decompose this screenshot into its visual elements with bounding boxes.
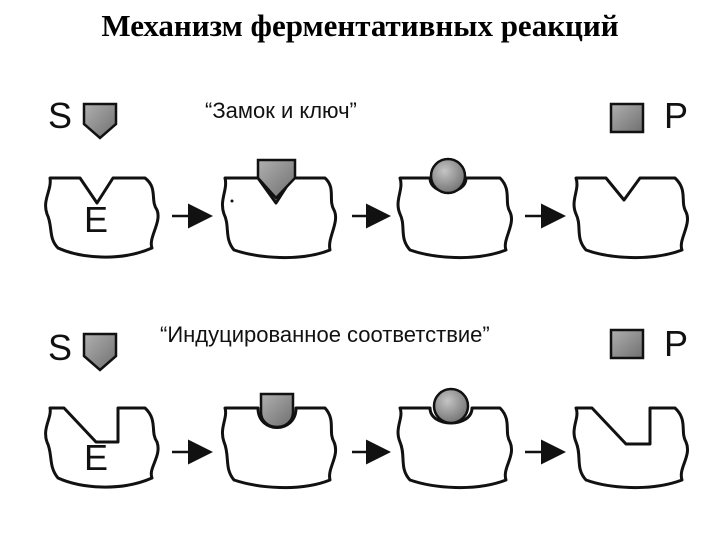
transition-state-ball: [429, 157, 467, 195]
substrate-bound-shape: [256, 158, 297, 200]
enzyme-shape: [572, 406, 689, 489]
product-label: P: [664, 323, 688, 364]
enzyme-shape: [220, 176, 337, 259]
enzyme-shape: [396, 406, 513, 489]
row-caption: “Замок и ключ”: [205, 98, 357, 123]
substrate-label: S: [48, 95, 72, 136]
enzyme-label: E: [84, 437, 108, 478]
enzyme-shape: [44, 406, 160, 489]
substrate-label: S: [48, 327, 72, 368]
slide-title: Механизм ферментативных реакций: [101, 8, 619, 43]
substrate-shape: [82, 102, 118, 140]
row-induced-fit: S “Индуцированное соответствие” P E: [44, 322, 689, 489]
transition-state-ball: [432, 387, 470, 425]
enzyme-label: E: [84, 199, 108, 240]
product-shape: [609, 328, 645, 360]
dot-mark: [230, 199, 234, 203]
product-label: P: [664, 95, 688, 136]
enzyme-shape: [44, 176, 160, 259]
row-lock-and-key: S “Замок и ключ” P E: [44, 95, 689, 259]
substrate-bound-shape: [259, 392, 295, 429]
row-caption: “Индуцированное соответствие”: [160, 322, 490, 347]
substrate-shape: [82, 332, 118, 372]
enzyme-shape: [572, 176, 689, 259]
product-shape: [609, 102, 645, 134]
enzyme-shape: [220, 406, 337, 489]
